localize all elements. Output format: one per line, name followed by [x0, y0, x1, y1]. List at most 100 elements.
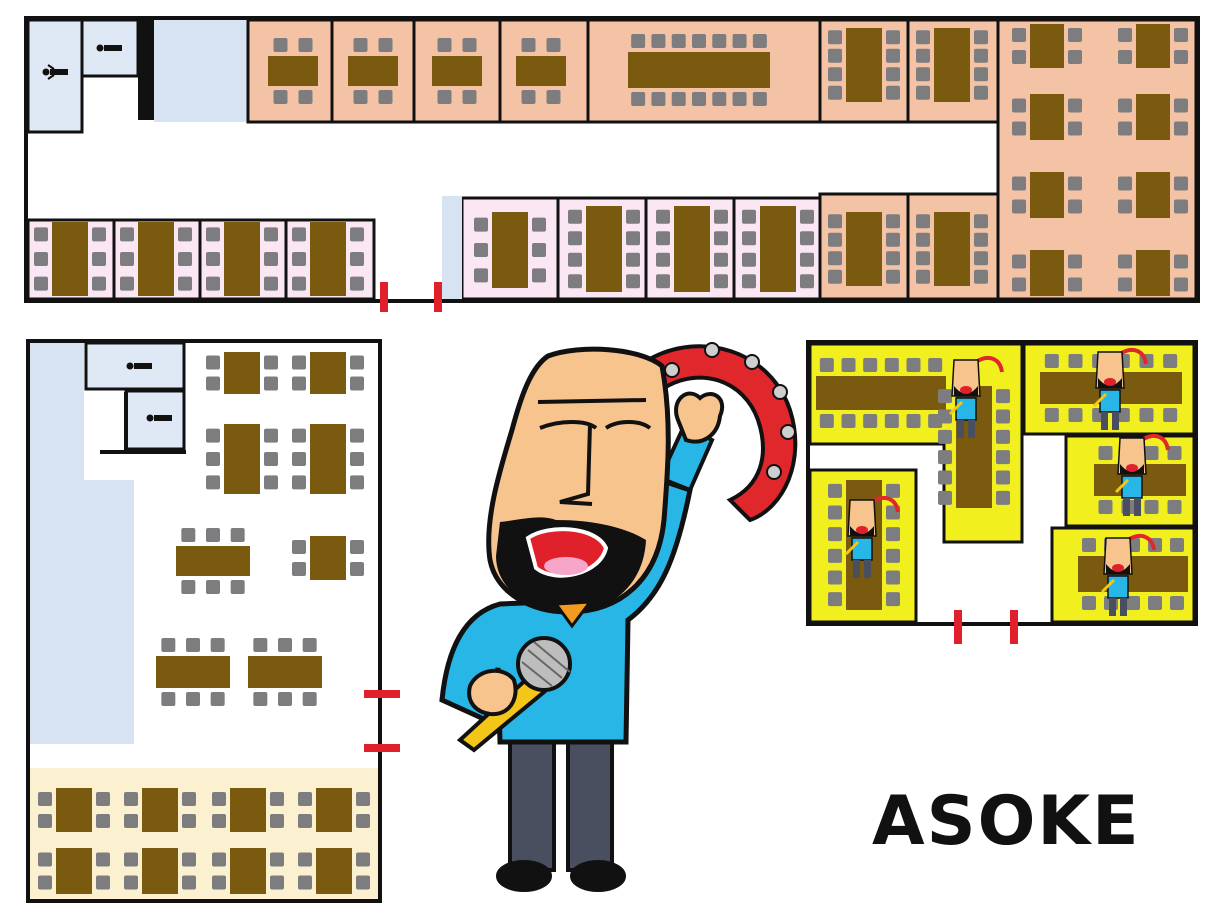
chair: [1174, 121, 1188, 136]
chair: [34, 252, 48, 266]
chair: [714, 274, 728, 289]
table: [310, 352, 346, 394]
chair: [292, 276, 306, 291]
table: [310, 536, 346, 580]
table: [316, 788, 352, 832]
chair: [278, 638, 292, 652]
chair: [886, 251, 900, 266]
door-marker: [364, 744, 400, 752]
chair: [521, 90, 536, 104]
chair: [1174, 277, 1188, 292]
chair: [38, 875, 52, 890]
table: [934, 212, 970, 286]
chair: [182, 875, 196, 890]
chair: [974, 48, 988, 63]
table: [1030, 24, 1064, 68]
chair: [292, 428, 306, 443]
chair: [996, 409, 1010, 424]
chair: [626, 274, 640, 289]
table: [316, 848, 352, 894]
chair: [828, 232, 842, 247]
chair: [212, 852, 226, 867]
chair: [178, 276, 192, 291]
chair: [916, 67, 930, 82]
branch-name: ASOKE: [872, 782, 1141, 861]
chair: [1012, 254, 1026, 269]
chair: [841, 414, 856, 428]
chair: [1174, 28, 1188, 42]
table: [846, 212, 882, 286]
person-icon: [126, 362, 152, 370]
chair: [186, 692, 200, 706]
chair: [1082, 596, 1096, 610]
table: [1078, 556, 1188, 592]
chair: [206, 475, 220, 490]
chair: [273, 90, 288, 104]
chair: [120, 276, 134, 291]
chair: [886, 570, 900, 585]
table: [138, 222, 174, 296]
chair: [916, 48, 930, 63]
chair: [828, 251, 842, 266]
chair: [1170, 596, 1184, 610]
chair: [474, 268, 488, 283]
chair: [353, 90, 368, 104]
chair: [1012, 50, 1026, 64]
chair: [732, 34, 747, 48]
chair: [1068, 354, 1083, 368]
chair: [353, 38, 368, 52]
chair: [210, 638, 225, 652]
chair: [273, 38, 288, 52]
raised-hand: [674, 391, 724, 444]
chair: [264, 428, 278, 443]
chair: [819, 358, 834, 372]
chair: [350, 227, 364, 242]
chair: [96, 792, 110, 806]
chair: [350, 252, 364, 266]
lower-floor-furniture: [38, 352, 370, 894]
chair: [916, 30, 930, 45]
chair: [264, 252, 278, 266]
chair: [568, 274, 582, 289]
table: [142, 788, 178, 832]
chair: [800, 252, 814, 267]
chair: [546, 38, 561, 52]
chair: [292, 452, 306, 466]
table: [56, 848, 92, 894]
chair: [1068, 199, 1082, 214]
chair: [292, 562, 306, 576]
chair: [1044, 354, 1059, 368]
chair: [742, 231, 756, 246]
chair: [92, 276, 106, 291]
table: [56, 788, 92, 832]
chair: [350, 540, 364, 554]
chair: [884, 358, 899, 372]
chair: [350, 452, 364, 466]
table: [224, 352, 260, 394]
corridor-strip: [30, 343, 134, 744]
chair: [884, 414, 899, 428]
shirt-collar: [553, 600, 594, 629]
chair: [938, 470, 952, 485]
chair: [886, 269, 900, 284]
chair: [996, 470, 1010, 485]
right-shoe: [570, 860, 626, 892]
chair: [828, 505, 842, 520]
chair: [996, 389, 1010, 404]
chair: [292, 355, 306, 370]
chair: [938, 409, 952, 424]
chair: [886, 592, 900, 607]
chair: [546, 90, 561, 104]
chair: [886, 548, 900, 563]
chair: [278, 692, 292, 706]
chair: [1012, 28, 1026, 42]
chair: [886, 214, 900, 229]
chair: [1068, 98, 1082, 113]
chair: [1044, 408, 1059, 422]
chair: [264, 452, 278, 466]
chair: [437, 90, 452, 104]
chair: [1118, 277, 1132, 292]
chair: [671, 92, 686, 106]
chair: [714, 252, 728, 267]
chair: [230, 580, 245, 594]
